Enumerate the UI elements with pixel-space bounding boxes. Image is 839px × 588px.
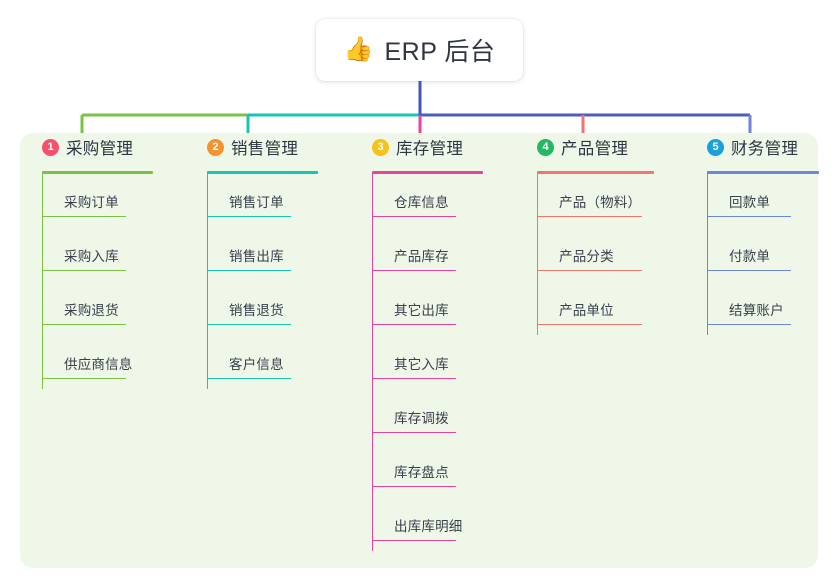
column-header-5[interactable]: 5 财务管理 xyxy=(685,133,798,161)
column-badge-2: 2 xyxy=(207,138,224,156)
list-item-label: 其它入库 xyxy=(394,357,449,372)
list-item-rule xyxy=(372,378,456,380)
list-item-rule xyxy=(42,324,126,326)
list-item-rule xyxy=(42,378,126,380)
list-item-rule xyxy=(42,270,126,272)
list-item-rule xyxy=(537,324,642,326)
column-spine-3 xyxy=(372,173,374,551)
column-header-2[interactable]: 2 销售管理 xyxy=(185,133,298,161)
list-item-label: 产品单位 xyxy=(559,303,614,318)
thumbs-up-icon: 👍 xyxy=(343,36,374,63)
root-node-content: 👍 ERP 后台 xyxy=(344,32,496,68)
list-item-label: 结算账户 xyxy=(729,303,784,318)
list-item-rule xyxy=(537,216,642,218)
column-title-4: 产品管理 xyxy=(561,140,629,158)
list-item-rule xyxy=(537,270,642,272)
column-title-2: 销售管理 xyxy=(231,140,299,158)
list-item-label: 采购入库 xyxy=(64,249,119,264)
column-销售管理: 2 销售管理销售订单销售出库销售退货客户信息 xyxy=(185,133,318,389)
list-item-rule xyxy=(372,324,456,326)
list-item-label: 销售出库 xyxy=(229,249,284,264)
list-item-label: 库存调拨 xyxy=(394,411,449,426)
column-库存管理: 3 库存管理仓库信息产品库存其它出库其它入库库存调拨库存盘点出库库明细 xyxy=(350,133,483,551)
list-item-rule xyxy=(207,216,291,218)
list-item-label: 付款单 xyxy=(729,249,771,264)
list-item-label: 销售订单 xyxy=(229,195,284,210)
list-item-label: 采购订单 xyxy=(64,195,119,210)
column-spine-4 xyxy=(537,173,539,335)
list-item-label: 产品库存 xyxy=(394,249,449,264)
list-item-rule xyxy=(372,216,456,218)
list-item-label: 出库库明细 xyxy=(394,519,463,534)
list-item-rule xyxy=(372,432,456,434)
list-item-rule xyxy=(42,216,126,218)
column-采购管理: 1 采购管理采购订单采购入库采购退货供应商信息 xyxy=(20,133,153,389)
column-badge-1: 1 xyxy=(42,138,59,156)
column-title-3: 库存管理 xyxy=(396,140,464,158)
list-item-label: 产品（物料） xyxy=(559,195,642,210)
column-header-3[interactable]: 3 库存管理 xyxy=(350,133,463,161)
column-spine-2 xyxy=(207,173,209,389)
column-spine-5 xyxy=(707,173,709,335)
column-title-1: 采购管理 xyxy=(66,140,134,158)
column-badge-3: 3 xyxy=(372,138,389,156)
list-item-label: 销售退货 xyxy=(229,303,284,318)
list-item-rule xyxy=(207,324,291,326)
list-item-rule xyxy=(372,270,456,272)
column-spine-1 xyxy=(42,173,44,389)
column-财务管理: 5 财务管理回款单付款单结算账户 xyxy=(685,133,819,335)
root-node-card[interactable]: 👍 ERP 后台 xyxy=(316,19,523,81)
root-node-title: ERP 后台 xyxy=(384,38,496,66)
list-item-rule xyxy=(207,378,291,380)
list-item-rule xyxy=(372,486,456,488)
list-item-label: 采购退货 xyxy=(64,303,119,318)
list-item-label: 供应商信息 xyxy=(64,357,133,372)
column-header-rule-1 xyxy=(42,171,153,174)
list-item-rule xyxy=(707,216,791,218)
list-item-rule xyxy=(707,270,791,272)
column-header-rule-3 xyxy=(372,171,483,174)
column-header-1[interactable]: 1 采购管理 xyxy=(20,133,133,161)
list-item-label: 回款单 xyxy=(729,195,771,210)
column-title-5: 财务管理 xyxy=(731,140,799,158)
list-item-label: 库存盘点 xyxy=(394,465,449,480)
list-item-label: 仓库信息 xyxy=(394,195,449,210)
list-item-label: 其它出库 xyxy=(394,303,449,318)
column-header-rule-4 xyxy=(537,171,654,174)
list-item-rule xyxy=(207,270,291,272)
column-badge-4: 4 xyxy=(537,138,554,156)
list-item-label: 客户信息 xyxy=(229,357,284,372)
column-header-rule-2 xyxy=(207,171,318,174)
list-item-label: 产品分类 xyxy=(559,249,614,264)
list-item-rule xyxy=(372,540,456,542)
column-badge-5: 5 xyxy=(707,138,724,156)
mindmap-panel: 1 采购管理采购订单采购入库采购退货供应商信息 2 销售管理销售订单销售出库销售退货客… xyxy=(20,133,819,568)
column-header-rule-5 xyxy=(707,171,819,174)
column-产品管理: 4 产品管理产品（物料） 产品分类产品单位 xyxy=(515,133,654,335)
list-item-rule xyxy=(707,324,791,326)
column-header-4[interactable]: 4 产品管理 xyxy=(515,133,628,161)
